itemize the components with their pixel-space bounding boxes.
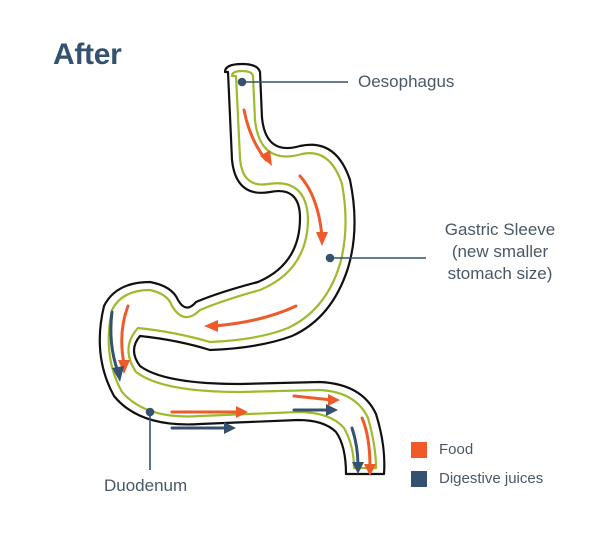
duodenum-leader-dot bbox=[145, 407, 155, 417]
juice-arrowhead bbox=[112, 366, 124, 382]
stomach-lining bbox=[107, 69, 378, 470]
duodenum-label: Duodenum bbox=[104, 476, 188, 495]
legend-juices: Digestive juices bbox=[411, 470, 543, 487]
legend-juices-label: Digestive juices bbox=[439, 470, 544, 487]
gastric-sleeve-label-line: stomach size) bbox=[447, 264, 553, 283]
stomach-outline bbox=[98, 62, 386, 476]
juice-arrowhead bbox=[224, 422, 236, 434]
food-arrow bbox=[292, 394, 334, 402]
diagram-title: After bbox=[53, 38, 122, 71]
food-arrowhead bbox=[260, 150, 272, 166]
legend-food-swatch bbox=[411, 441, 427, 458]
food-arrowhead bbox=[118, 360, 130, 374]
gastric-sleeve-label-line: Gastric Sleeve bbox=[444, 220, 556, 239]
food-arrow bbox=[120, 304, 130, 366]
legend-food-label: Food bbox=[439, 441, 474, 458]
gastric-sleeve-label: Gastric Sleeve (new smaller stomach size… bbox=[420, 219, 580, 285]
food-arrowhead bbox=[236, 406, 248, 418]
oesophagus-leader-dot bbox=[237, 77, 247, 87]
food-arrow bbox=[298, 174, 324, 238]
juice-arrowhead bbox=[352, 462, 364, 474]
food-arrowhead bbox=[364, 464, 376, 476]
sleeve-leader-dot bbox=[325, 253, 335, 263]
food-arrowhead bbox=[204, 320, 218, 332]
juice-arrowhead bbox=[326, 404, 338, 416]
food-arrow bbox=[212, 304, 298, 328]
food-arrowhead bbox=[316, 232, 328, 246]
oesophagus-label: Oesophagus bbox=[358, 72, 455, 91]
gastric-sleeve-label-line: (new smaller bbox=[451, 242, 549, 261]
food-arrowhead bbox=[328, 394, 340, 406]
food-arrow bbox=[360, 416, 372, 470]
legend-food: Food bbox=[411, 441, 473, 458]
legend-juices-swatch bbox=[411, 470, 427, 487]
